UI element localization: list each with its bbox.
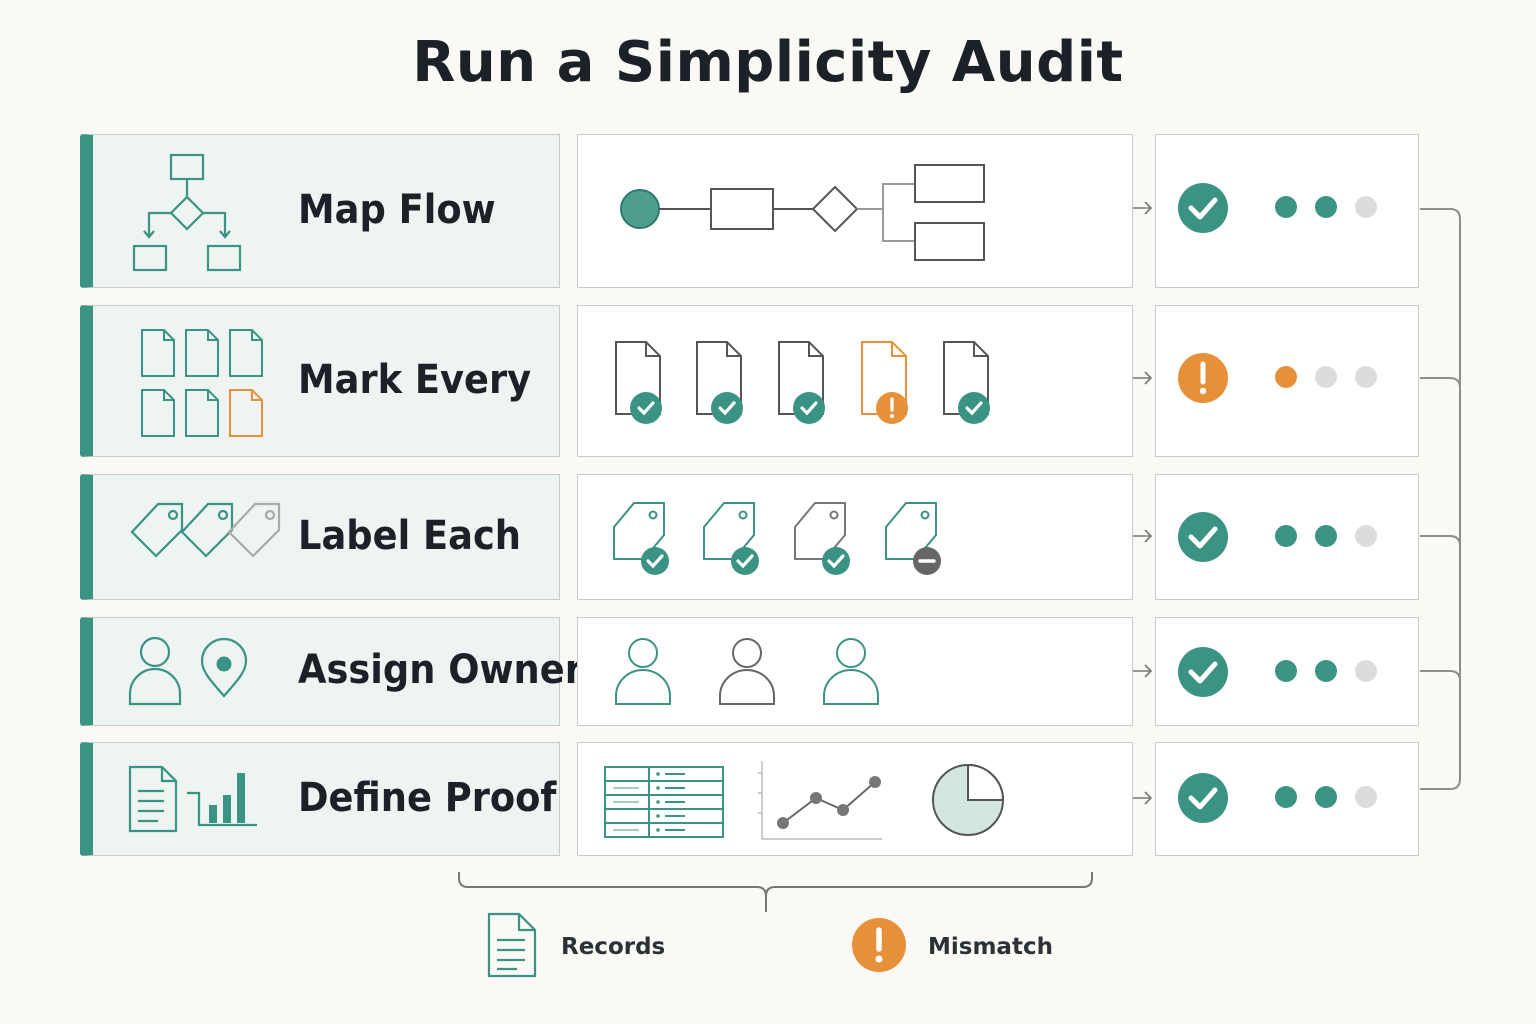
flowchart-icon bbox=[132, 153, 242, 272]
progress-dot-filled bbox=[1275, 196, 1297, 218]
status-card bbox=[1155, 134, 1419, 288]
person-icon bbox=[823, 638, 879, 705]
connector-bracket bbox=[1420, 208, 1461, 790]
step-label: Label Each bbox=[298, 513, 521, 559]
status-card bbox=[1155, 617, 1419, 726]
step-card: Map Flow bbox=[80, 134, 560, 288]
step-label: Define Proof bbox=[298, 775, 557, 821]
page-title: Run a Simplicity Audit bbox=[412, 30, 1124, 95]
status-card bbox=[1155, 474, 1419, 600]
document-check-icon bbox=[778, 341, 825, 424]
progress-dot-filled bbox=[1315, 525, 1337, 547]
line-chart-icon bbox=[758, 761, 882, 840]
document-warning-icon bbox=[861, 341, 908, 424]
progress-dot-warning bbox=[1275, 366, 1297, 388]
document-icon bbox=[487, 912, 537, 978]
step-row-label-each: Label Each bbox=[0, 474, 1536, 600]
detail-card bbox=[577, 305, 1133, 457]
step-label: Mark Every bbox=[298, 357, 532, 403]
progress-dot-empty bbox=[1315, 366, 1337, 388]
document-check-icon bbox=[615, 341, 662, 424]
check-circle-icon bbox=[1178, 183, 1228, 233]
warning-circle-icon bbox=[1178, 353, 1228, 403]
step-row-define-proof: Define Proof bbox=[0, 742, 1536, 856]
status-card bbox=[1155, 305, 1419, 457]
progress-dot-empty bbox=[1355, 786, 1377, 808]
process-flow-diagram-icon bbox=[620, 164, 985, 261]
tag-check-icon bbox=[703, 502, 759, 575]
step-row-map-flow: Map Flow bbox=[0, 134, 1536, 288]
progress-dot-empty bbox=[1355, 525, 1377, 547]
person-location-icon bbox=[128, 636, 248, 706]
step-label: Map Flow bbox=[298, 187, 496, 233]
progress-dot-empty bbox=[1355, 366, 1377, 388]
step-row-assign-owner: Assign Owner bbox=[0, 617, 1536, 726]
arrow-right-icon bbox=[1133, 791, 1153, 805]
document-bar-chart-icon bbox=[128, 765, 257, 833]
arrow-right-icon bbox=[1133, 529, 1153, 543]
step-card: Mark Every bbox=[80, 305, 560, 457]
check-circle-icon bbox=[1178, 512, 1228, 562]
table-icon bbox=[604, 766, 724, 838]
progress-dot-filled bbox=[1315, 196, 1337, 218]
tag-minus-icon bbox=[885, 502, 941, 575]
step-row-mark-every: Mark Every bbox=[0, 305, 1536, 457]
check-circle-icon bbox=[1178, 773, 1228, 823]
progress-dot-filled bbox=[1315, 660, 1337, 682]
step-card: Define Proof bbox=[80, 742, 560, 856]
bottom-brace bbox=[458, 872, 1093, 912]
legend-label-mismatch: Mismatch bbox=[928, 934, 1053, 960]
tag-check-icon bbox=[794, 502, 850, 575]
step-label: Assign Owner bbox=[298, 647, 583, 693]
step-card: Assign Owner bbox=[80, 617, 583, 726]
legend-label-records: Records bbox=[561, 934, 666, 960]
arrow-right-icon bbox=[1133, 664, 1153, 678]
status-card bbox=[1155, 742, 1419, 856]
arrow-right-icon bbox=[1133, 201, 1153, 215]
detail-card bbox=[577, 474, 1133, 600]
detail-card bbox=[577, 134, 1133, 288]
document-grid-icon bbox=[141, 329, 263, 437]
person-icon bbox=[719, 638, 775, 705]
progress-dot-filled bbox=[1275, 660, 1297, 682]
person-icon bbox=[615, 638, 671, 705]
step-card: Label Each bbox=[80, 474, 560, 600]
progress-dot-filled bbox=[1275, 525, 1297, 547]
progress-dot-empty bbox=[1355, 196, 1377, 218]
detail-card bbox=[577, 617, 1133, 726]
detail-card bbox=[577, 742, 1133, 856]
progress-dot-empty bbox=[1355, 660, 1377, 682]
document-check-icon bbox=[696, 341, 743, 424]
progress-dot-filled bbox=[1315, 786, 1337, 808]
tag-check-icon bbox=[613, 502, 669, 575]
arrow-right-icon bbox=[1133, 371, 1153, 385]
document-check-icon bbox=[943, 341, 990, 424]
warning-icon bbox=[852, 918, 906, 972]
tags-icon bbox=[130, 502, 281, 558]
pie-chart-icon bbox=[932, 763, 1005, 836]
progress-dot-filled bbox=[1275, 786, 1297, 808]
check-circle-icon bbox=[1178, 647, 1228, 697]
